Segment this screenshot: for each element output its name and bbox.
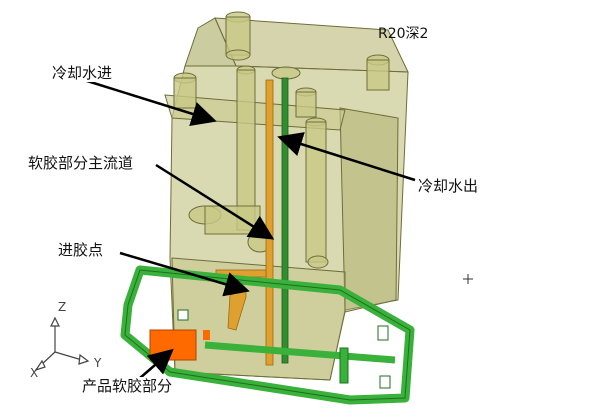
- label-gate-point: 进胶点: [56, 241, 106, 259]
- axis-x-label: X: [30, 366, 39, 380]
- soft-rubber-part: [149, 329, 197, 361]
- label-corner-note: R20深2: [378, 26, 429, 42]
- label-main-channel: 软胶部分主流道: [26, 154, 136, 172]
- label-cooling-outlet: 冷却水出: [416, 177, 481, 195]
- label-product-soft-rubber: 产品软胶部分: [80, 377, 175, 395]
- axis-y-label: Y: [94, 356, 102, 370]
- green-runner: [281, 77, 289, 364]
- axis-z-label: Z: [58, 300, 67, 314]
- leader-arrows: [83, 78, 416, 379]
- axis-triad: [34, 316, 90, 372]
- crosshair-icon: [463, 274, 473, 284]
- label-cooling-inlet: 冷却水进: [50, 64, 115, 82]
